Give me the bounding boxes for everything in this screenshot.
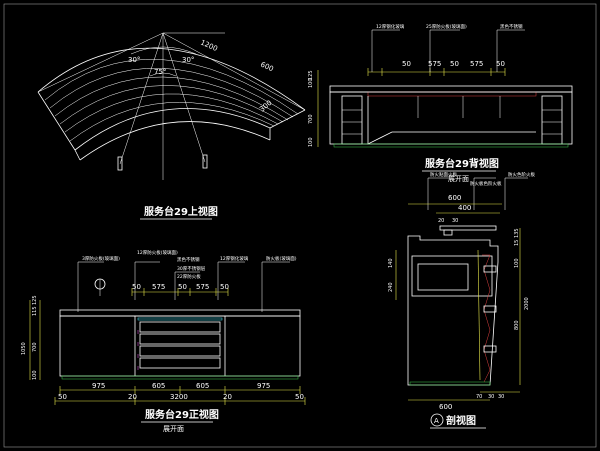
- angle-30-left: 30°: [128, 56, 140, 64]
- title-back-view: 服务台29背视图: [425, 157, 499, 170]
- svg-text:975: 975: [257, 382, 270, 390]
- svg-text:20: 20: [438, 218, 444, 224]
- svg-text:12厚钢化玻璃: 12厚钢化玻璃: [220, 255, 249, 262]
- outer-arc: [37, 47, 306, 111]
- svg-text:50: 50: [220, 283, 229, 291]
- svg-text:125: 125: [32, 295, 38, 305]
- svg-text:2000: 2000: [524, 297, 530, 310]
- svg-text:20: 20: [223, 393, 232, 401]
- svg-text:黑色不锈钢: 黑色不锈钢: [500, 23, 523, 30]
- svg-text:防火贴面火板: 防火贴面火板: [430, 171, 457, 178]
- svg-text:575: 575: [428, 60, 441, 68]
- svg-text:100: 100: [308, 78, 314, 88]
- svg-text:800: 800: [514, 320, 520, 330]
- svg-text:70: 70: [476, 394, 482, 400]
- angle-75: 75°: [154, 68, 166, 76]
- svg-text:防火板色阶火板: 防火板色阶火板: [470, 180, 502, 187]
- title-front-view: 服务台29正视图: [145, 408, 219, 421]
- svg-text:20: 20: [128, 393, 137, 401]
- title-section-view: 剖视图: [446, 414, 476, 427]
- svg-text:50: 50: [58, 393, 67, 401]
- front-sub: 展开面: [163, 425, 184, 433]
- svg-text:575: 575: [470, 60, 483, 68]
- front-view: 3厚防火板(玻璃面) 12厚防火板(玻璃面) 黑色不锈钢 30厚不锈钢层 12厚…: [21, 249, 306, 405]
- svg-text:1050: 1050: [21, 342, 27, 355]
- svg-text:15: 15: [514, 240, 520, 246]
- right-end: [269, 109, 306, 129]
- svg-text:975: 975: [92, 382, 105, 390]
- construction-lines: [37, 32, 306, 180]
- svg-text:50: 50: [402, 60, 411, 68]
- svg-text:100: 100: [514, 258, 520, 268]
- svg-text:50: 50: [450, 60, 459, 68]
- svg-text:25厚防火板(玻璃面): 25厚防火板(玻璃面): [426, 23, 467, 30]
- svg-text:575: 575: [196, 283, 209, 291]
- svg-text:700: 700: [32, 342, 38, 352]
- svg-text:240: 240: [388, 282, 394, 292]
- svg-text:140: 140: [388, 258, 394, 268]
- left-end: [37, 91, 76, 151]
- svg-text:防火板(玻璃面): 防火板(玻璃面): [266, 255, 297, 262]
- title-top-view: 服务台29上视图: [144, 205, 218, 218]
- svg-text:50: 50: [178, 283, 187, 291]
- svg-text:575: 575: [152, 283, 165, 291]
- svg-text:600: 600: [439, 403, 452, 411]
- svg-text:50: 50: [496, 60, 505, 68]
- svg-text:3200: 3200: [170, 393, 188, 401]
- angle-30-right: 30°: [182, 56, 194, 64]
- section-badge: [430, 413, 444, 427]
- svg-text:黑色不锈钢: 黑色不锈钢: [177, 256, 200, 263]
- svg-text:A: A: [434, 417, 439, 425]
- back-view: 50 575 50 575 50 12厚钢化玻璃 25厚防火板(玻璃面) 黑色不…: [308, 23, 573, 148]
- svg-text:防火色阶火板: 防火色阶火板: [508, 171, 535, 178]
- svg-text:600: 600: [448, 194, 461, 202]
- svg-text:30厚不锈钢层: 30厚不锈钢层: [177, 265, 206, 272]
- top-hatching: [44, 59, 299, 142]
- back-sub: 展开面: [448, 175, 469, 183]
- svg-text:115: 115: [32, 306, 38, 316]
- svg-text:3厚防火板(玻璃面): 3厚防火板(玻璃面): [82, 255, 120, 262]
- svg-text:135: 135: [514, 228, 520, 238]
- svg-text:30: 30: [498, 394, 504, 400]
- svg-text:100: 100: [32, 370, 38, 380]
- svg-text:12厚防火板(玻璃面): 12厚防火板(玻璃面): [137, 249, 178, 256]
- sheet-border: [3, 3, 597, 448]
- lip-arc: [79, 121, 271, 161]
- svg-text:125: 125: [308, 70, 314, 80]
- inner-arc: [74, 108, 271, 151]
- svg-text:30: 30: [452, 218, 458, 224]
- svg-text:400: 400: [458, 204, 471, 212]
- svg-text:605: 605: [196, 382, 209, 390]
- svg-text:30: 30: [488, 394, 494, 400]
- svg-text:605: 605: [152, 382, 165, 390]
- svg-text:50: 50: [132, 283, 141, 291]
- svg-text:50: 50: [295, 393, 304, 401]
- svg-text:100: 100: [308, 137, 314, 147]
- section-view: 防火贴面火板 防火板色阶火板 防火色阶火板 600 400 20 30 135 …: [388, 171, 535, 411]
- svg-text:22厚防火板: 22厚防火板: [177, 273, 201, 280]
- svg-text:700: 700: [308, 114, 314, 124]
- svg-text:12厚钢化玻璃: 12厚钢化玻璃: [376, 23, 405, 30]
